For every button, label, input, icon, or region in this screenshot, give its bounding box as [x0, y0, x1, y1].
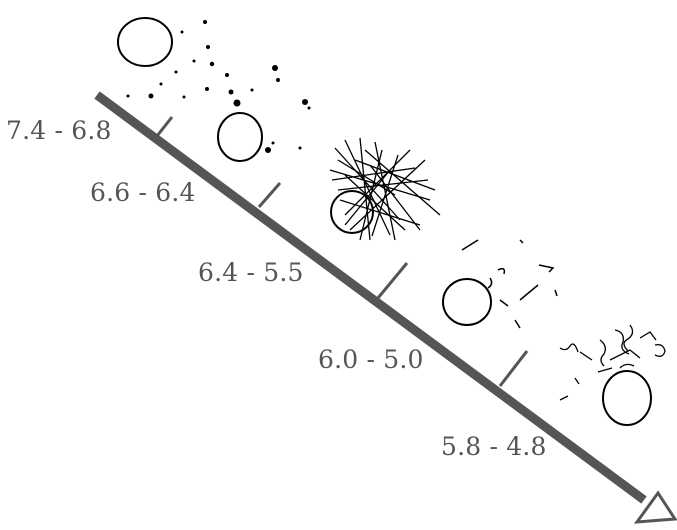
range-label-stage-4: 6.0 - 5.0 — [318, 345, 424, 374]
range-label-stage-2: 6.6 - 6.4 — [90, 178, 196, 207]
range-label-stage-1: 7.4 - 6.8 — [6, 116, 112, 145]
stage-tick — [257, 182, 282, 208]
range-label-stage-5: 5.8 - 4.8 — [441, 432, 547, 461]
arrow-head — [633, 490, 677, 524]
range-label-stage-3: 6.4 - 5.5 — [198, 258, 304, 287]
vesicle-with-curled-fibrils-icon — [559, 324, 666, 426]
vesicle-with-scattered-granules-icon — [117, 17, 311, 162]
vesicle-with-short-fibers-icon — [442, 239, 558, 329]
vesicle-with-dense-fibrous-tangle-icon — [329, 137, 441, 241]
arrow-shaft — [94, 91, 647, 504]
stage-tick — [155, 116, 174, 137]
stage-ticks — [155, 116, 529, 387]
main-arrow — [94, 91, 677, 524]
stage-tick — [376, 262, 409, 299]
stage-tick — [498, 350, 529, 387]
